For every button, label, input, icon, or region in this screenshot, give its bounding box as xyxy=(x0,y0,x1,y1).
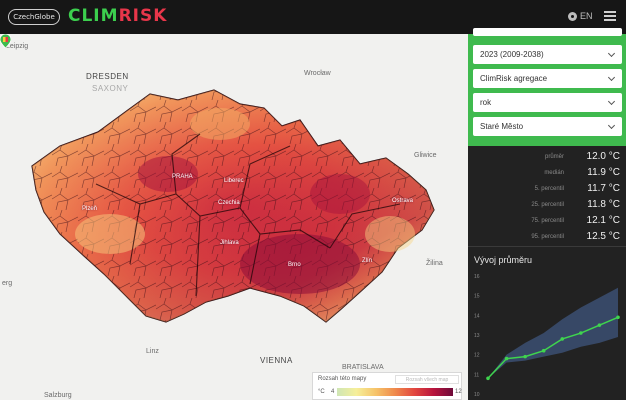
brand-part-risk: RISK xyxy=(118,6,168,26)
map-label-gliwice: Gliwice xyxy=(414,152,437,159)
stat-row-p95: 95. percentil 12.5 °C xyxy=(468,230,626,246)
y-tick-label: 11 xyxy=(474,372,479,378)
map-label-leipzig: Leipzig xyxy=(6,43,29,50)
language-switch[interactable]: EN xyxy=(568,11,593,21)
stat-value: 11.7 °C xyxy=(587,183,620,194)
stat-value: 11.9 °C xyxy=(587,167,620,178)
map-label-zlin: Zlín xyxy=(362,258,373,264)
map-label-brno: Brno xyxy=(288,262,301,268)
data-point[interactable] xyxy=(597,323,602,327)
data-point[interactable] xyxy=(486,376,490,381)
data-point[interactable] xyxy=(541,348,546,353)
data-point[interactable] xyxy=(523,354,527,359)
location-select[interactable]: Staré Město xyxy=(473,117,622,136)
data-point[interactable] xyxy=(616,315,620,320)
y-tick-label: 10 xyxy=(474,392,480,398)
chevron-down-icon xyxy=(607,121,616,130)
map-label-zilina: Žilina xyxy=(426,260,443,267)
map-label-salzburg: Salzburg xyxy=(44,392,72,399)
language-label: EN xyxy=(580,11,593,21)
map-label-regensburg: erg xyxy=(2,280,13,287)
stat-label: 75. percentil xyxy=(531,218,564,224)
stat-value: 12.0 °C xyxy=(586,151,620,162)
map-label-bratislava: BRATISLAVA xyxy=(342,364,384,371)
map-label-czechia: Czechia xyxy=(218,200,240,206)
temperature-map[interactable]: Leipzig DRESDEN SAXONY Wrocław Gliwice P… xyxy=(0,34,468,400)
data-point[interactable] xyxy=(560,337,565,341)
chevron-down-icon xyxy=(607,97,616,106)
chevron-down-icon xyxy=(607,49,616,58)
chart-title: Vývoj průměru xyxy=(474,255,533,265)
legend-title: Rozsah této mapy xyxy=(318,376,367,382)
season-select[interactable]: rok xyxy=(473,93,622,112)
map-label-jihlava: Jihlava xyxy=(220,240,239,246)
legend-min: 4 xyxy=(331,389,335,395)
legend-color-scale xyxy=(337,388,453,396)
y-tick-label: 16 xyxy=(474,274,480,280)
top-select-partial[interactable] xyxy=(473,28,622,36)
czechglobe-logo[interactable]: CzechGlobe xyxy=(8,9,60,25)
stat-row-p25: 25. percentil 11.8 °C xyxy=(468,198,626,214)
aggregation-select-value: ClimRisk agregace xyxy=(480,74,548,83)
mean-trend-chart[interactable]: 16 15 14 13 12 11 10 xyxy=(468,268,626,400)
stat-label: 25. percentil xyxy=(531,202,564,208)
map-label-ostrava: Ostrava xyxy=(392,198,414,204)
y-tick-label: 12 xyxy=(474,353,480,359)
top-bar: CzechGlobe CLIMRISK EN xyxy=(0,0,626,34)
stat-label: 95. percentil xyxy=(531,234,564,240)
stat-row-p75: 75. percentil 12.1 °C xyxy=(468,214,626,230)
map-canvas[interactable] xyxy=(0,34,468,400)
map-label-dresden: DRESDEN xyxy=(86,72,129,81)
stat-value: 12.5 °C xyxy=(586,231,620,242)
legend-max: 12 xyxy=(455,389,462,395)
y-tick-label: 13 xyxy=(474,333,480,339)
y-tick-label: 14 xyxy=(474,313,480,319)
map-label-liberec: Liberec xyxy=(224,178,244,184)
uncertainty-band xyxy=(488,287,618,379)
climrisk-logo[interactable]: CLIMRISK xyxy=(68,6,167,26)
y-tick-label: 15 xyxy=(474,294,480,300)
stat-row-median: medián 11.9 °C xyxy=(468,166,626,182)
stat-value: 11.8 °C xyxy=(587,199,620,210)
legend-unit: °C xyxy=(318,389,325,395)
data-point[interactable] xyxy=(579,331,583,335)
stat-label: 5. percentil xyxy=(534,186,564,192)
chevron-down-icon xyxy=(607,73,616,82)
map-label-saxony: SAXONY xyxy=(92,84,129,93)
map-label-linz: Linz xyxy=(146,348,159,355)
map-label-praha: PRAHA xyxy=(172,174,193,180)
brand-part-clim: CLIM xyxy=(68,6,119,26)
stat-row-p5: 5. percentil 11.7 °C xyxy=(468,182,626,198)
aggregation-select[interactable]: ClimRisk agregace xyxy=(473,69,622,88)
season-select-value: rok xyxy=(480,98,492,107)
legend-range-all-button[interactable]: Rozsah všech map xyxy=(395,375,459,384)
mean-series-line xyxy=(487,316,619,379)
data-point[interactable] xyxy=(504,356,509,361)
map-legend: Rozsah této mapy Rozsah všech map °C 4 1… xyxy=(312,372,462,400)
stat-label: průměr xyxy=(544,154,564,160)
stat-value: 12.1 °C xyxy=(586,215,620,226)
globe-icon xyxy=(568,11,577,21)
location-select-value: Staré Město xyxy=(480,122,524,131)
selector-group: 2023 (2009-2038) ClimRisk agregace rok S… xyxy=(468,28,626,146)
period-select[interactable]: 2023 (2009-2038) xyxy=(473,45,622,64)
hamburger-menu-icon[interactable] xyxy=(604,11,616,21)
map-label-wroclaw: Wrocław xyxy=(304,70,331,77)
stat-row-mean: průměr 12.0 °C xyxy=(468,150,626,166)
period-select-value: 2023 (2009-2038) xyxy=(480,50,544,59)
stat-label: medián xyxy=(544,170,564,176)
side-panel: 2023 (2009-2038) ClimRisk agregace rok S… xyxy=(468,28,626,400)
map-label-vienna: VIENNA xyxy=(260,356,293,365)
panel-divider xyxy=(468,246,626,247)
map-label-plzen: Plzeň xyxy=(82,206,98,212)
location-pin-icon[interactable] xyxy=(0,34,11,48)
